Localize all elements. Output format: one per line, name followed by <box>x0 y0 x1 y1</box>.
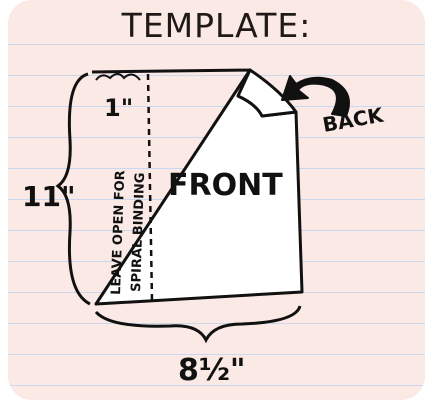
margin-bracket <box>96 74 140 80</box>
width-brace <box>96 306 300 340</box>
back-label: BACK <box>321 102 387 136</box>
margin-label: 1" <box>104 94 133 122</box>
front-label: FRONT <box>168 168 283 203</box>
width-label: 8½" <box>178 353 246 388</box>
height-label: 11" <box>22 180 76 213</box>
